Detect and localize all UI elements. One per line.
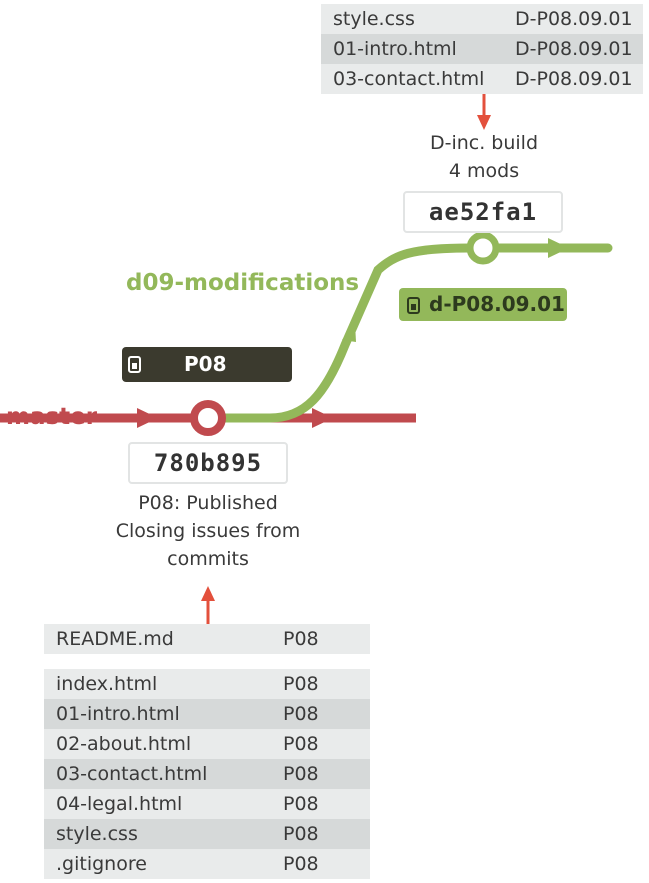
readme-table: README.md P08 <box>44 624 370 654</box>
commit-message-line: Closing issues from <box>115 520 301 542</box>
file-version: D-P08.09.01 <box>515 38 633 60</box>
file-name: 02-about.html <box>56 733 192 755</box>
table-row: 01-intro.html P08 <box>44 699 370 729</box>
file-name: style.css <box>56 823 138 845</box>
d09-commit-message: D-inc. build 4 mods <box>384 129 584 185</box>
file-version: P08 <box>283 823 319 845</box>
master-branch-label[interactable]: master <box>6 404 98 430</box>
d09-tag[interactable]: d-P08.09.01 <box>399 288 567 321</box>
master-arrow-right <box>312 408 333 428</box>
file-name: 03-contact.html <box>333 68 485 90</box>
p08-tag[interactable]: P08 <box>122 347 292 382</box>
table-row: style.css P08 <box>44 819 370 849</box>
table-row: index.html P08 <box>44 669 370 699</box>
table-row: style.css D-P08.09.01 <box>321 4 643 34</box>
file-version: P08 <box>283 763 319 785</box>
commit-message-line: P08: Published <box>138 492 278 514</box>
table-row: README.md P08 <box>44 624 370 654</box>
bottom-table-pointer-head <box>201 586 215 601</box>
table-row: 01-intro.html D-P08.09.01 <box>321 34 643 64</box>
commit-message-line: D-inc. build <box>429 132 539 154</box>
master-commit-hash[interactable]: 780b895 <box>128 442 288 484</box>
d09-commit-hash[interactable]: ae52fa1 <box>403 191 563 233</box>
file-name: index.html <box>56 673 158 695</box>
table-row: 03-contact.html P08 <box>44 759 370 789</box>
file-name: style.css <box>333 8 415 30</box>
d09-branch-line <box>203 243 613 423</box>
file-version: P08 <box>283 733 319 755</box>
table-row: 03-contact.html D-P08.09.01 <box>321 64 643 94</box>
file-name: 03-contact.html <box>56 763 208 785</box>
file-version: D-P08.09.01 <box>515 8 633 30</box>
file-name: .gitignore <box>56 853 147 875</box>
d09-arrow-right <box>548 238 569 258</box>
d09-commit-node[interactable] <box>466 231 500 265</box>
table-row: 02-about.html P08 <box>44 729 370 759</box>
d09-branch-label[interactable]: d09-modifications <box>126 270 360 296</box>
file-version: P08 <box>283 673 319 695</box>
file-name: 04-legal.html <box>56 793 183 815</box>
bottom-file-table: index.html P08 01-intro.html P08 02-abou… <box>44 669 370 879</box>
tag-icon <box>407 297 420 314</box>
file-name: 01-intro.html <box>333 38 457 60</box>
table-row: .gitignore P08 <box>44 849 370 879</box>
tag-label: P08 <box>184 352 227 376</box>
master-commit-message: P08: Published Closing issues from commi… <box>98 489 318 573</box>
file-name: 01-intro.html <box>56 703 180 725</box>
tag-label: d-P08.09.01 <box>429 292 565 316</box>
tag-icon <box>128 356 141 373</box>
d09-arrow-diagonal <box>342 323 356 342</box>
table-row: 04-legal.html P08 <box>44 789 370 819</box>
file-version: D-P08.09.01 <box>515 68 633 90</box>
top-table-pointer-head <box>477 115 491 130</box>
file-version: P08 <box>283 703 319 725</box>
master-arrow-left <box>137 408 158 428</box>
file-version: P08 <box>283 853 319 875</box>
file-name: README.md <box>56 628 174 650</box>
master-commit-node[interactable] <box>190 400 226 436</box>
top-file-table: style.css D-P08.09.01 01-intro.html D-P0… <box>321 4 643 94</box>
commit-message-line: commits <box>167 548 249 570</box>
file-version: P08 <box>283 793 319 815</box>
commit-message-line: 4 mods <box>448 160 520 182</box>
file-version: P08 <box>283 628 319 650</box>
